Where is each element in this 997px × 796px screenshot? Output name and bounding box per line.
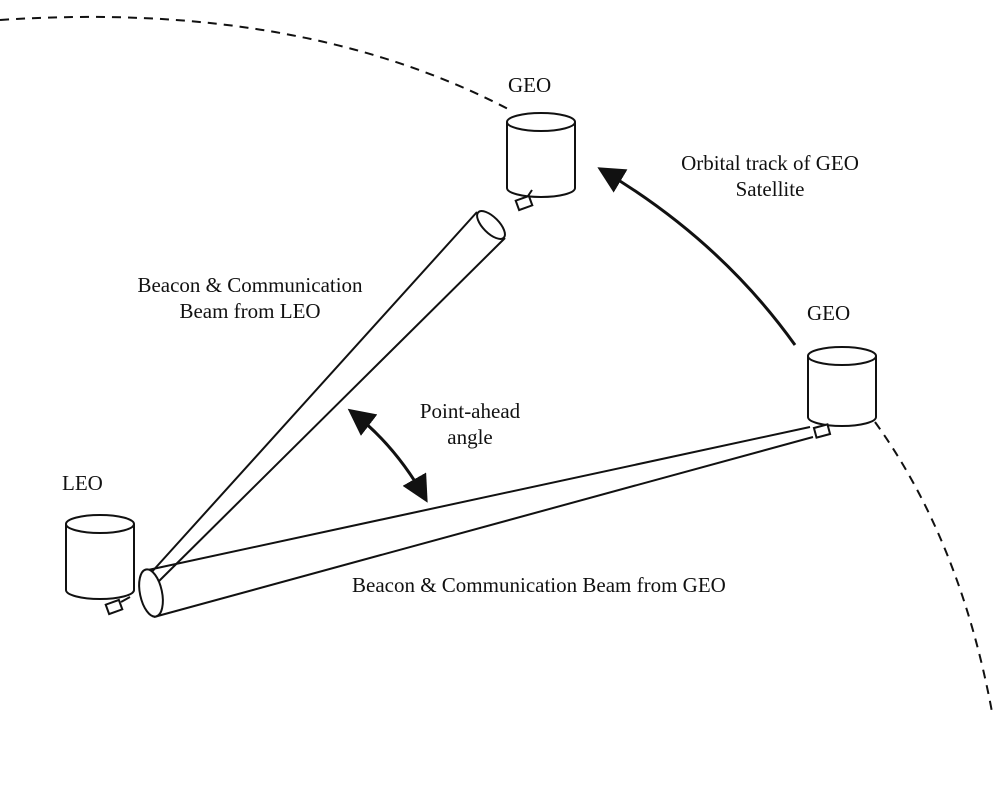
orbital-track-arrow [597, 167, 797, 346]
point-ahead-angle-arrow [347, 408, 428, 503]
point-ahead-label: Point-ahead angle [405, 398, 535, 450]
geo-beam-label: Beacon & Communication Beam from GEO [352, 573, 726, 597]
geo-satellite-top [506, 112, 576, 212]
leo-beam-label: Beacon & Communication Beam from LEO [100, 272, 400, 324]
geo-top-label: GEO [508, 73, 552, 97]
leo-beam-label-line1: Beacon & Communication [137, 273, 363, 297]
geo-orbit-arc-lower [874, 421, 993, 713]
orbital-track-label-line2: Satellite [735, 177, 805, 201]
geo-beam [138, 426, 814, 618]
orbital-track-label-line1: Orbital track of GEO [681, 151, 859, 175]
leo-satellite [65, 514, 135, 616]
point-ahead-label-line2: angle [447, 425, 493, 449]
leo-label: LEO [62, 471, 103, 495]
orbital-track-label: Orbital track of GEO Satellite [660, 150, 880, 202]
geo-satellite-right [807, 346, 877, 439]
leo-beam-label-line2: Beam from LEO [179, 299, 321, 323]
point-ahead-label-line1: Point-ahead [419, 399, 521, 423]
geo-orbit-arc-upper [0, 15, 511, 111]
leo-beam [139, 210, 506, 591]
geo-right-label: GEO [807, 301, 851, 325]
